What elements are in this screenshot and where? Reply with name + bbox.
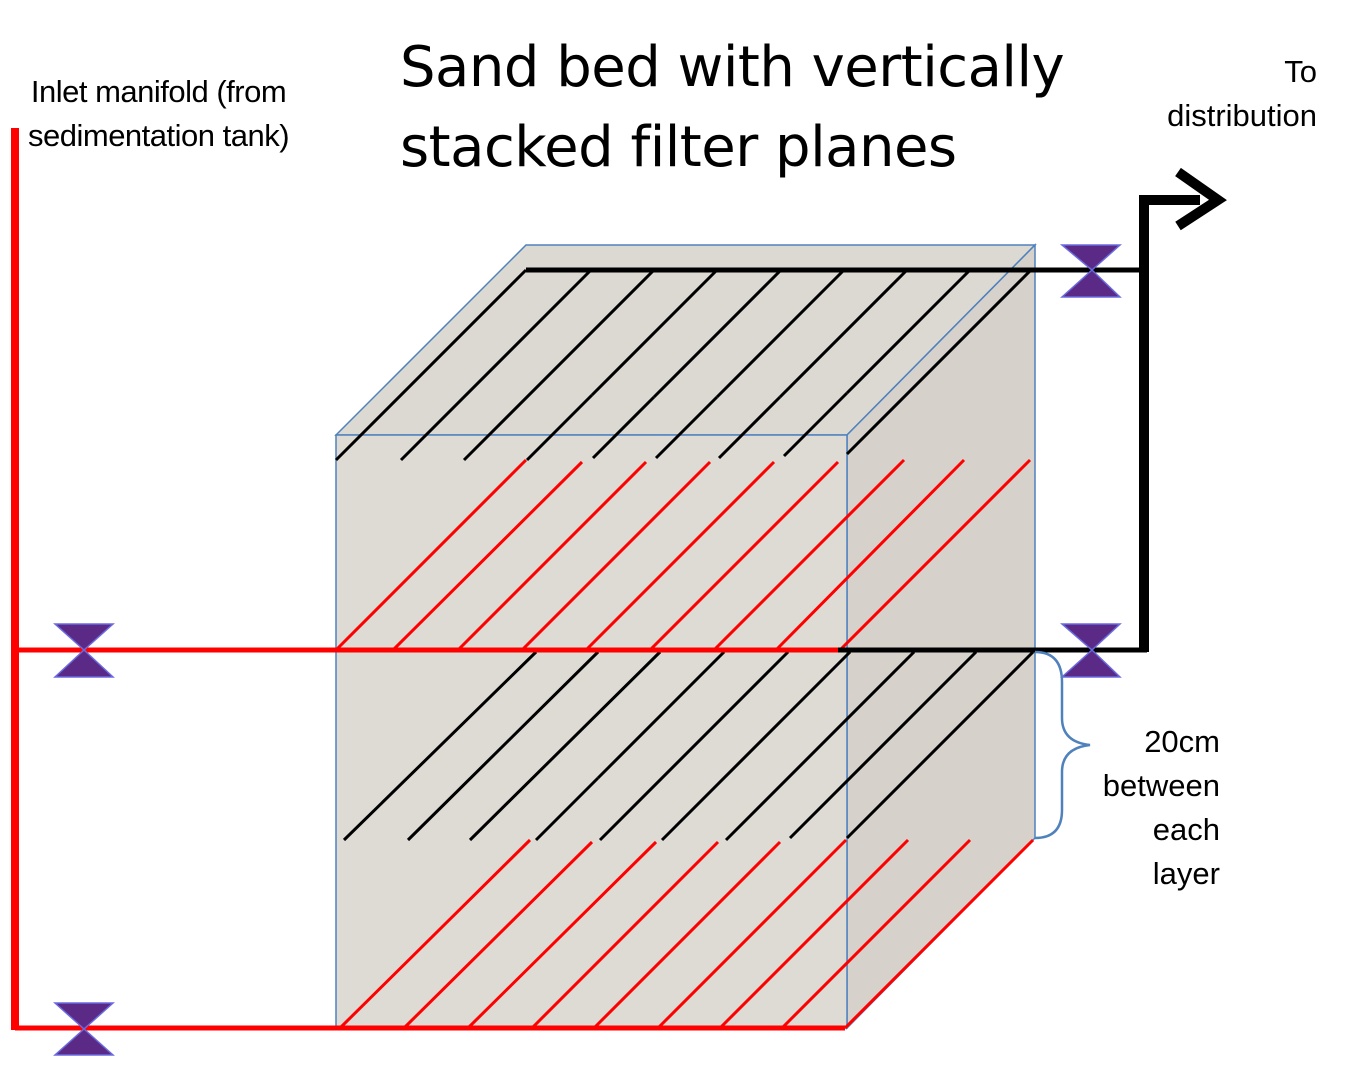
spacing-label: 20cm between each layer (1080, 720, 1220, 896)
outlet-collector (526, 167, 1227, 653)
inlet-label-line-2: sedimentation tank) (28, 118, 290, 153)
outlet-label-line-1: To (1284, 54, 1317, 89)
title-line-2: stacked filter planes (400, 115, 957, 180)
lower-distribution-laterals (338, 838, 1035, 1030)
inlet-label-line-1: Inlet manifold (from (30, 74, 287, 109)
valve-icon[interactable] (53, 1002, 115, 1056)
outlet-label-line-2: distribution (1167, 98, 1317, 133)
spacing-label-line-3: each (1152, 812, 1220, 847)
sand-bed (334, 243, 1037, 1030)
valves (53, 244, 1122, 1056)
valve-icon[interactable] (1059, 244, 1122, 298)
outlet-label: To distribution (1167, 50, 1317, 138)
valve-icon[interactable] (53, 623, 115, 678)
inlet-label: Inlet manifold (from sedimentation tank) (28, 70, 290, 158)
title-line-1: Sand bed with vertically (400, 35, 1065, 100)
spacing-brace (1034, 650, 1091, 840)
sand-bed-front-face (335, 434, 848, 1029)
spacing-label-line-1: 20cm (1144, 724, 1220, 759)
lower-collector-laterals (342, 650, 1035, 842)
spacing-label-line-2: between (1102, 768, 1220, 803)
upper-distribution-laterals (334, 458, 1032, 652)
upper-collector-laterals-front (525, 391, 849, 462)
spacing-label-line-4: layer (1152, 856, 1220, 891)
diagram-title: Sand bed with vertically stacked filter … (400, 28, 1065, 188)
inlet-manifold (11, 128, 845, 1031)
upper-collector-laterals (334, 268, 1033, 462)
